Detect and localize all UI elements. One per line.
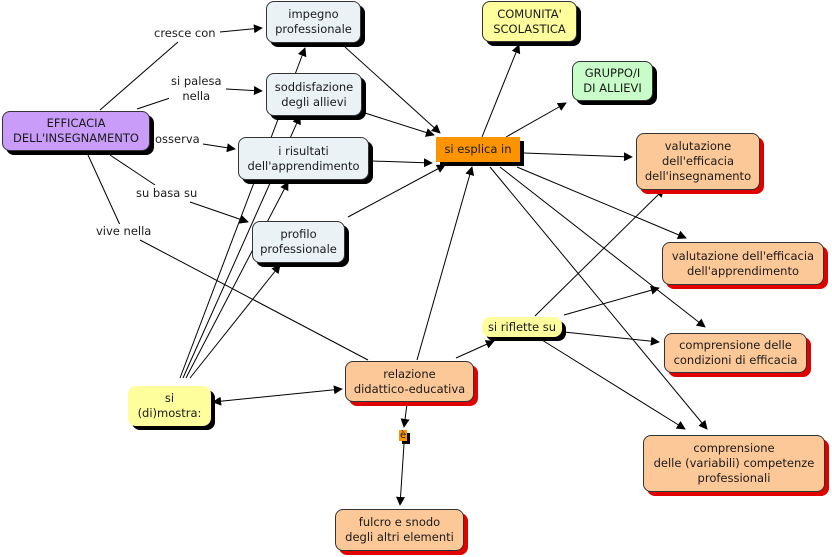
concept-valutazione-apprendimento[interactable]: valutazione dell'efficacia dell'apprendi… [662, 242, 824, 285]
linking-phrase-e[interactable]: è [399, 430, 408, 441]
edge-efficacia-subasa [109, 154, 156, 186]
edge-dimostra-relazione [212, 385, 343, 406]
link-label-vive-nella: vive nella [94, 224, 154, 239]
link-label-osserva: osserva [153, 132, 202, 147]
edge-efficacia-vive [87, 154, 121, 226]
edge-efficacia-cresce [99, 41, 179, 111]
edge-relazione-esplica [416, 166, 475, 361]
concept-gruppo-allievi[interactable]: GRUPPO/I DI ALLIEVI [572, 61, 653, 101]
edge-subasa-profilo [189, 201, 249, 224]
edge-riflette-valapp [563, 285, 660, 316]
concept-comunita-scolastica[interactable]: COMUNITA' SCOLASTICA [482, 1, 577, 42]
linking-phrase-si-esplica-in[interactable]: si esplica in [436, 137, 520, 162]
concept-valutazione-insegnamento[interactable]: valutazione dell'efficacia dell'insegnam… [636, 133, 760, 190]
linking-phrase-si-dimostra[interactable]: si (di)mostra: [128, 386, 211, 426]
concept-risultati-apprendimento[interactable]: i risultati dell'apprendimento [238, 137, 369, 180]
edge-esplica-valins [523, 152, 633, 162]
edge-osserva-risultati [202, 143, 236, 153]
edge-riflette-compcond [563, 331, 660, 346]
edge-dimostra-risultati [185, 181, 289, 379]
edge-relazione-riflette [455, 340, 495, 359]
edge-cresce-impegno [219, 24, 263, 34]
edge-esplica-comunita [481, 44, 521, 138]
edge-soddisfazione-esplica [364, 112, 435, 137]
concept-relazione-didattico-educativa[interactable]: relazione didattico-educativa [345, 361, 474, 402]
edge-efficacia-palesa [136, 97, 171, 110]
link-label-cresce-con: cresce con [152, 26, 218, 41]
edge-palesa-soddisfazione [225, 86, 263, 96]
link-label-su-basa-su: su basa su [134, 186, 200, 201]
edge-e-fulcro [396, 443, 406, 506]
concept-efficacia-insegnamento[interactable]: EFFICACIA DELL'INSEGNAMENTO [2, 111, 150, 151]
edge-dimostra-profilo [189, 264, 281, 379]
edge-riflette-valins [534, 188, 665, 317]
edge-riflette-compcomp [541, 339, 686, 430]
concept-fulcro-snodo[interactable]: fulcro e snodo degli altri elementi [335, 509, 464, 551]
edge-esplica-valapp [516, 166, 687, 240]
linking-phrase-si-riflette-su[interactable]: si riflette su [482, 317, 562, 337]
link-label-si-palesa: si palesa nella [169, 74, 224, 104]
concept-soddisfazione-allievi[interactable]: soddisfazione degli allievi [266, 73, 362, 116]
concept-comprensione-condizioni[interactable]: comprensione delle condizioni di efficac… [664, 333, 807, 373]
edge-esplica-compcond [499, 166, 706, 328]
edge-impegno-esplica [344, 46, 441, 134]
edge-esplica-gruppo [505, 102, 567, 138]
edge-esplica-compcomp [489, 166, 708, 430]
concept-profilo-professionale[interactable]: profilo professionale [252, 221, 345, 263]
edge-risultati-esplica [371, 158, 433, 168]
edge-profilo-esplica [347, 164, 446, 218]
concept-impegno-professionale[interactable]: impegno professionale [266, 1, 361, 43]
concept-comprensione-competenze[interactable]: comprensione delle (variabili) competenz… [643, 435, 825, 492]
edge-vive-relazione [139, 239, 369, 361]
edge-relazione-e [400, 403, 410, 428]
